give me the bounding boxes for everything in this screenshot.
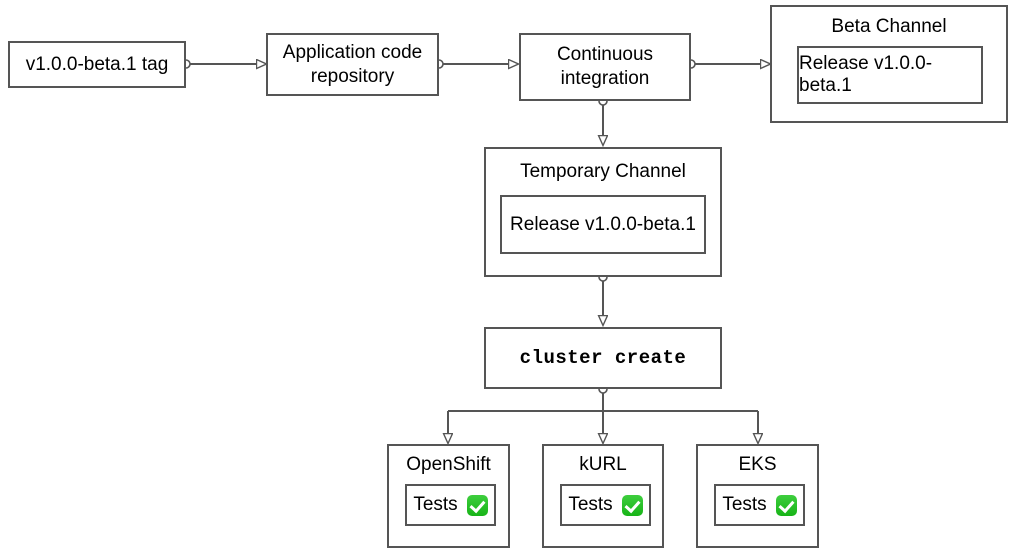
node-temporary-channel-title: Temporary Channel (520, 161, 686, 182)
green-check-icon (466, 494, 488, 516)
node-eks-tests-label: Tests (722, 494, 767, 515)
node-application-code-repository-label: Application code repository (282, 41, 423, 87)
node-tag[interactable]: v1.0.0-beta.1 tag (8, 41, 186, 88)
node-beta-channel-release-box[interactable]: Release v1.0.0-beta.1 (797, 46, 983, 104)
node-kurl-title: kURL (579, 454, 627, 475)
node-kurl-tests-label: Tests (568, 494, 613, 515)
node-eks-title: EKS (738, 454, 777, 475)
node-kurl-tests-box[interactable]: Tests (560, 484, 651, 526)
node-openshift[interactable]: OpenShift Tests (387, 444, 510, 548)
node-temporary-channel[interactable]: Temporary Channel Release v1.0.0-beta.1 (484, 147, 722, 277)
node-kurl[interactable]: kURL Tests (542, 444, 664, 548)
node-continuous-integration-label: Continuous integration (556, 44, 654, 89)
node-eks-tests-box[interactable]: Tests (714, 484, 805, 526)
node-continuous-integration[interactable]: Continuous integration (519, 33, 691, 101)
node-temporary-channel-release-box[interactable]: Release v1.0.0-beta.1 (500, 195, 706, 254)
green-check-icon (775, 494, 797, 516)
node-application-code-repository[interactable]: Application code repository (266, 33, 439, 96)
node-cluster-create-label: cluster create (519, 347, 687, 369)
node-beta-channel-release-label: Release v1.0.0-beta.1 (799, 53, 933, 96)
node-openshift-title: OpenShift (406, 454, 491, 475)
node-eks[interactable]: EKS Tests (696, 444, 819, 548)
edge-cluster-create-bus (448, 393, 758, 412)
node-temporary-channel-release-label: Release v1.0.0-beta.1 (510, 213, 696, 235)
node-beta-channel[interactable]: Beta Channel Release v1.0.0-beta.1 (770, 5, 1008, 123)
node-openshift-tests-box[interactable]: Tests (405, 484, 496, 526)
node-openshift-tests-label: Tests (413, 494, 458, 515)
green-check-icon (621, 494, 643, 516)
node-beta-channel-title: Beta Channel (831, 16, 947, 37)
node-cluster-create[interactable]: cluster create (484, 327, 722, 389)
node-tag-label: v1.0.0-beta.1 tag (25, 53, 169, 75)
